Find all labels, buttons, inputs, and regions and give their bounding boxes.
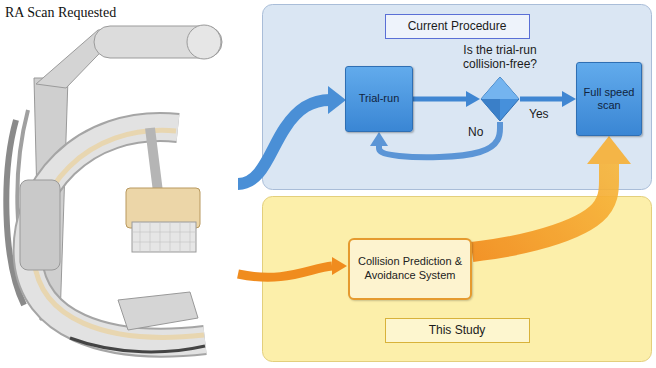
- diamond-body: [481, 77, 519, 121]
- ceiling-arm: [94, 26, 222, 58]
- flow-arrow: [413, 97, 466, 102]
- box-text: Full speed scan: [580, 86, 638, 112]
- process-box: Trial-run: [345, 66, 413, 132]
- edge-label: Yes: [527, 107, 551, 121]
- figure-label: RA Scan Requested: [5, 5, 116, 20]
- entry-arrow: [238, 100, 330, 184]
- c-arm-sleeve: [20, 180, 60, 270]
- ceiling-mount: [187, 25, 221, 59]
- edge-label-holder: No: [466, 122, 485, 140]
- detector-grid: [132, 222, 196, 252]
- flow-arrow: [472, 164, 609, 252]
- flow-arrow: [520, 97, 562, 102]
- entry-arrows: [238, 86, 347, 277]
- entry-arrowhead: [328, 86, 346, 114]
- box-text: Trial-run: [359, 92, 400, 105]
- edge-label-holder: Yes: [527, 104, 551, 122]
- decision-diamond-shape: [480, 76, 520, 122]
- detector-face: [132, 222, 196, 252]
- panel-layer: [263, 5, 652, 362]
- label-holder: RA Scan Requested: [5, 3, 116, 21]
- procedure-panel: Trial-run Is the trial-run collision-free…: [262, 4, 652, 190]
- c-arm-stripe: [70, 338, 205, 352]
- panel-heading: This Study: [385, 318, 530, 343]
- c-arm-illustration: [6, 25, 222, 352]
- edge-label: No: [466, 125, 485, 139]
- system-box: Collision Prediction & Avoidance System: [348, 238, 472, 300]
- box-text: Collision Prediction & Avoidance System: [354, 255, 466, 283]
- decision-question: Is the trial-run collision-free?: [448, 44, 552, 72]
- entry-arrowhead: [332, 257, 347, 275]
- diamond-facet: [481, 99, 500, 121]
- diamond-facet: [481, 77, 519, 99]
- x-ray-source: [118, 292, 198, 330]
- process-box: Full speed scan: [576, 62, 642, 136]
- procedure-panel: Collision Prediction & Avoidance SystemT…: [262, 196, 652, 362]
- detector-arm: [150, 128, 158, 192]
- panel-heading: Current Procedure: [385, 14, 530, 39]
- entry-arrow: [238, 266, 332, 277]
